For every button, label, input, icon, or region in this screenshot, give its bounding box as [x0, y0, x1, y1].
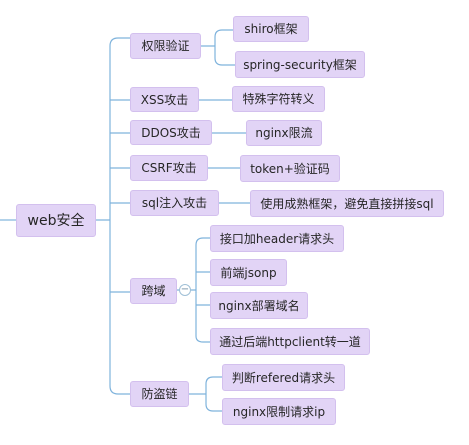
connector-root-branches	[96, 37, 130, 395]
branch-cross-domain[interactable]: 跨域	[130, 278, 177, 304]
leaf-spring-security[interactable]: spring-security框架	[235, 51, 365, 78]
connector-crossdomain-children	[177, 237, 210, 343]
leaf-xss-escape[interactable]: 特殊字符转义	[232, 86, 325, 112]
leaf-referer[interactable]: 判断refered请求头	[222, 364, 345, 391]
leaf-shiro[interactable]: shiro框架	[233, 16, 309, 42]
connector-hotlink-children	[189, 376, 222, 412]
branch-sql-injection[interactable]: sql注入攻击	[130, 190, 219, 216]
branch-xss[interactable]: XSS攻击	[130, 87, 199, 112]
leaf-header[interactable]: 接口加header请求头	[210, 225, 344, 252]
connector-auth-children	[201, 29, 235, 66]
branch-auth[interactable]: 权限验证	[130, 33, 201, 59]
root-node-web-security[interactable]: web安全	[16, 204, 96, 237]
collapse-toggle-button[interactable]: −	[179, 284, 191, 296]
leaf-sql-framework[interactable]: 使用成熟框架，避免直接拼接sql	[250, 190, 444, 217]
leaf-nginx-domain[interactable]: nginx部署域名	[210, 292, 308, 319]
branch-ddos[interactable]: DDOS攻击	[130, 120, 212, 145]
leaf-token-captcha[interactable]: token+验证码	[240, 155, 340, 182]
leaf-nginx-rate-limit[interactable]: nginx限流	[246, 120, 322, 146]
leaf-httpclient[interactable]: 通过后端httpclient转一道	[210, 328, 370, 355]
leaf-jsonp[interactable]: 前端jsonp	[210, 259, 287, 286]
branch-csrf[interactable]: CSRF攻击	[130, 155, 208, 181]
branch-hotlink[interactable]: 防盗链	[130, 381, 189, 407]
leaf-nginx-ip[interactable]: nginx限制请求ip	[222, 398, 336, 425]
